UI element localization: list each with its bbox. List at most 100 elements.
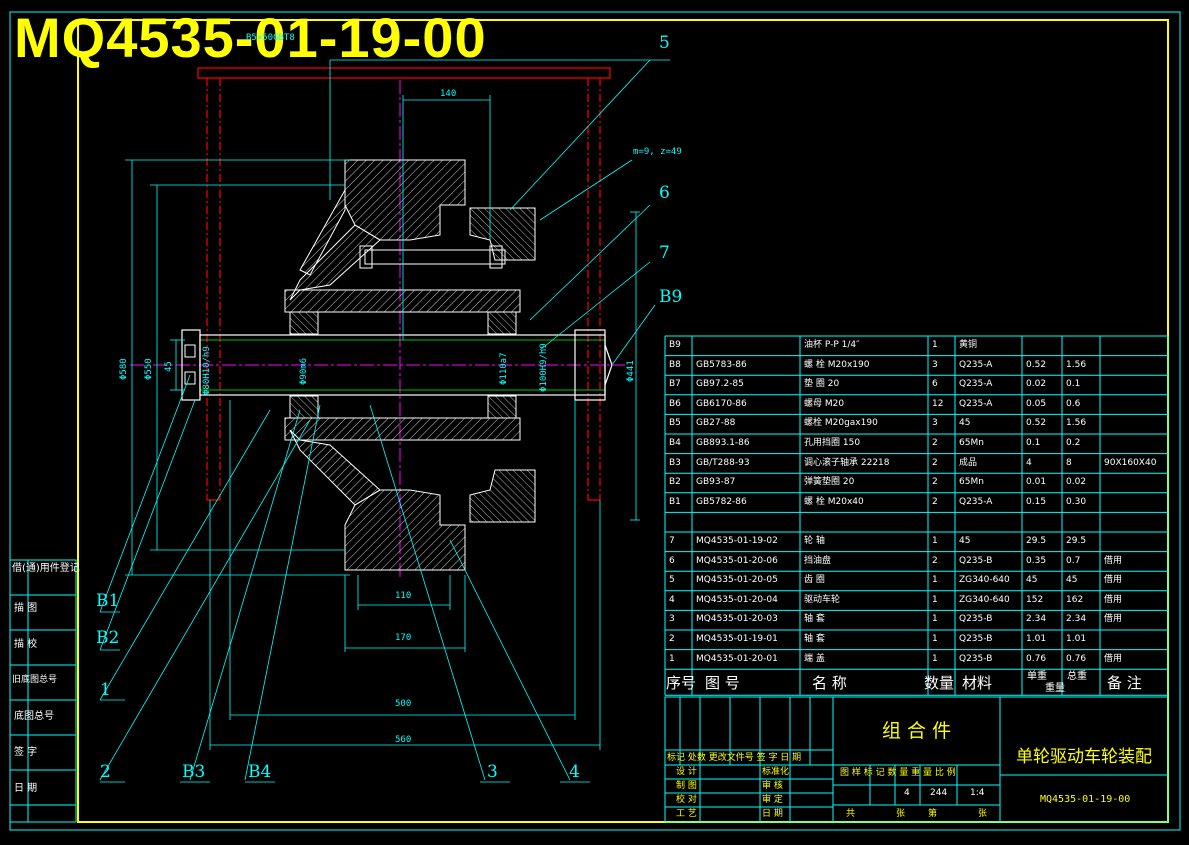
- wheel-section: [284, 159, 536, 571]
- side-item-base: 底图总号: [14, 711, 54, 722]
- dim-441: Φ441: [626, 360, 636, 382]
- table-cell-name: 调心滚子轴承 22218: [804, 457, 890, 468]
- table-cell-total: 0.2: [1066, 438, 1081, 448]
- side-item-trace-check: 描 校: [14, 639, 38, 650]
- table-cell-qty: 3: [932, 359, 938, 370]
- dim-560: 560: [395, 735, 412, 745]
- table-cell-code: GB/T288-93: [696, 457, 750, 468]
- shaft: [181, 329, 613, 401]
- table-cell-unit: 0.52: [1026, 418, 1047, 429]
- table-cell-total: 1.56: [1066, 418, 1087, 429]
- hdr-name: 名 称: [812, 674, 847, 692]
- bolts: [184, 245, 506, 385]
- table-cell-qty: 1: [932, 575, 938, 586]
- table-cell-total: 45: [1066, 575, 1078, 586]
- table-cell-unit: 0.35: [1026, 555, 1047, 566]
- side-item-date: 日 期: [14, 783, 38, 794]
- table-cell-total: 0.1: [1066, 379, 1081, 390]
- callout-5: 5: [659, 33, 670, 53]
- dim-500: 500: [395, 699, 412, 709]
- title-scale: 1:4: [970, 788, 985, 798]
- table-cell-name: 轮 轴: [804, 536, 825, 546]
- table-cell-unit: 0.01: [1026, 477, 1047, 488]
- table-cell-qty: 2: [932, 457, 938, 468]
- table-cell-note: 借用: [1104, 594, 1123, 605]
- table-cell-no: B5: [669, 418, 681, 429]
- dim-110a: Φ110a7: [499, 352, 509, 385]
- role-design: 设 计: [676, 767, 697, 777]
- title-block-grid: [664, 696, 1169, 823]
- table-cell-mat: 65Mn: [959, 477, 984, 488]
- dim-550: Φ550: [144, 358, 154, 380]
- drawing-number: MQ4535-01-19-00: [1040, 794, 1131, 805]
- table-cell-mat: Q235-B: [959, 555, 993, 566]
- table-cell-qty: 3: [932, 418, 938, 429]
- table-cell-mat: 45: [959, 536, 971, 546]
- table-cell-unit: 29.5: [1026, 536, 1047, 546]
- table-cell-name: 挡油盘: [804, 555, 832, 566]
- role-process: 工 艺: [676, 809, 697, 819]
- side-item-old-base: 旧底图总号: [12, 675, 58, 685]
- frame-phantom: [197, 67, 611, 501]
- dim-90: Φ90m6: [299, 357, 309, 385]
- table-cell-no: 6: [669, 555, 675, 566]
- dim-140: 140: [440, 89, 457, 99]
- table-cell-unit: 0.1: [1026, 438, 1041, 448]
- role-approve: 审 定: [762, 795, 783, 805]
- table-cell-mat: 65Mn: [959, 438, 984, 448]
- table-cell-no: B1: [669, 496, 681, 507]
- table-cell-qty: 2: [932, 438, 938, 448]
- table-cell-code: MQ4535-01-19-01: [696, 634, 778, 644]
- table-cell-mat: Q235-B: [959, 634, 993, 644]
- table-cell-total: 0.30: [1066, 496, 1087, 507]
- outer-border: [9, 11, 1181, 831]
- table-cell-qty: 6: [932, 379, 938, 390]
- title-quantity: 4: [904, 788, 910, 798]
- table-cell-no: B6: [669, 398, 681, 409]
- dim-80h10: Φ80H10/h9: [202, 346, 212, 395]
- table-cell-unit: 152: [1026, 594, 1044, 605]
- sheet-unit-label: 张: [896, 809, 906, 819]
- callout-2: 2: [100, 762, 111, 782]
- dim-170: 170: [395, 633, 412, 643]
- table-cell-mat: Q235-A: [959, 496, 993, 507]
- side-panel-title: 借(通)用件登记: [12, 563, 80, 574]
- hdr-note: 备 注: [1107, 674, 1142, 692]
- table-cell-qty: 1: [932, 614, 938, 625]
- role-check: 校 对: [676, 795, 697, 805]
- dim-100: Φ100H9/h9: [539, 343, 549, 392]
- table-cell-total: 0.6: [1066, 398, 1081, 409]
- table-cell-code: GB97.2-85: [696, 379, 744, 390]
- table-cell-name: 螺 栓 M20x40: [804, 496, 864, 507]
- hdr-unit: 单重: [1027, 671, 1047, 682]
- parts-table-grid: [664, 335, 1169, 696]
- table-cell-total: 0.76: [1066, 653, 1087, 664]
- hdr-mat: 材料: [962, 674, 993, 692]
- table-cell-name: 轴 套: [804, 634, 825, 644]
- table-cell-code: MQ4535-01-20-04: [696, 594, 778, 605]
- table-cell-no: B9: [669, 340, 681, 350]
- table-cell-name: 垫 圈 20: [804, 379, 840, 390]
- table-cell-unit: 0.02: [1026, 379, 1047, 390]
- hdr-no: 序号: [666, 674, 697, 692]
- table-cell-total: 29.5: [1066, 536, 1087, 546]
- table-cell-qty: 2: [932, 477, 938, 488]
- table-cell-total: 2.34: [1066, 614, 1087, 625]
- callout-b3: B3: [182, 762, 206, 782]
- table-cell-qty: 1: [932, 653, 938, 664]
- hdr-weight: 重量: [1045, 683, 1065, 694]
- table-cell-code: GB6170-86: [696, 398, 747, 409]
- table-cell-qty: 1: [932, 634, 938, 644]
- title-weight: 244: [930, 788, 948, 798]
- table-cell-no: B8: [669, 359, 681, 370]
- table-cell-qty: 2: [932, 555, 938, 566]
- table-cell-mat: Q235-A: [959, 359, 993, 370]
- table-cell-note: 借用: [1104, 575, 1123, 586]
- table-cell-mat: Q235-B: [959, 614, 993, 625]
- table-cell-no: B7: [669, 379, 681, 390]
- hdr-total: 总重: [1067, 671, 1087, 682]
- table-cell-qty: 1: [932, 536, 938, 546]
- table-cell-note: 借用: [1104, 653, 1123, 664]
